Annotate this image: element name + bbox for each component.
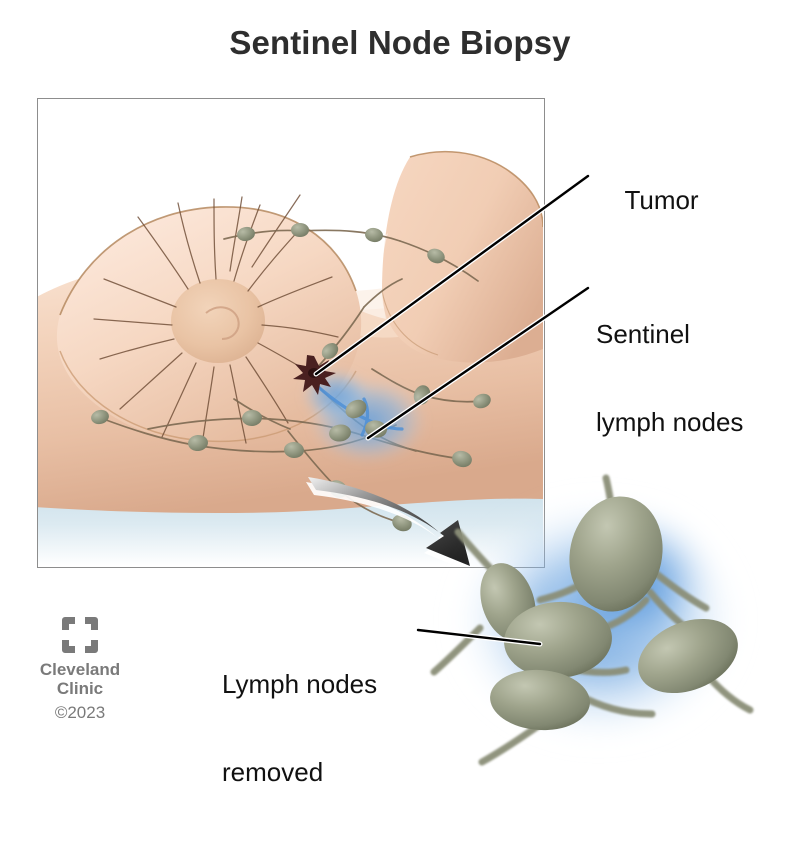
removed-lymph-node	[638, 618, 738, 694]
arrow-body	[308, 477, 470, 566]
label-sentinel-lymph-nodes: Sentinel lymph nodes	[596, 262, 743, 495]
upper-arm	[382, 151, 543, 363]
lymph-node	[188, 434, 208, 452]
logo-name-line1: Cleveland	[39, 660, 121, 679]
copyright-notice: ©2023	[54, 703, 106, 723]
label-removed-line2: removed	[222, 756, 324, 787]
sentinel-lymph-node	[329, 424, 351, 442]
label-removed-line1: Lymph nodes	[222, 669, 378, 700]
removed-lymph-node-cluster	[430, 474, 754, 766]
lymph-node	[284, 441, 304, 459]
label-tumor: Tumor	[596, 157, 699, 244]
cleveland-clinic-logo: Cleveland Clinic ©2023	[25, 614, 135, 723]
lymph-node	[237, 226, 255, 242]
removed-lymph-node	[490, 669, 590, 731]
sentinel-lymph-node	[345, 399, 367, 419]
lymph-node	[242, 409, 262, 427]
nipple	[205, 306, 240, 340]
page-title: Sentinel Node Biopsy	[229, 24, 571, 61]
cleveland-clinic-logo-icon	[62, 617, 98, 653]
removed-node-group	[480, 496, 738, 731]
lymph-node	[91, 409, 109, 425]
removed-lymph-node	[569, 496, 663, 612]
label-sentinel-line1: Sentinel	[596, 319, 690, 350]
logo-name-line2: Clinic	[56, 679, 104, 699]
removed-lymph-node	[504, 601, 612, 679]
label-sentinel-line2: lymph nodes	[596, 406, 744, 437]
label-tumor-text: Tumor	[624, 185, 699, 216]
label-lymph-nodes-removed: Lymph nodes removed	[222, 612, 377, 845]
logo-wordmark: Cleveland Clinic	[25, 660, 135, 698]
removal-arrow	[306, 477, 470, 566]
illustration-canvas: Sentinel Node Biopsy	[25, 24, 754, 787]
areola	[171, 279, 265, 363]
tumor-core	[308, 368, 320, 378]
lymph-node	[291, 223, 309, 237]
lymph-node	[452, 450, 472, 468]
